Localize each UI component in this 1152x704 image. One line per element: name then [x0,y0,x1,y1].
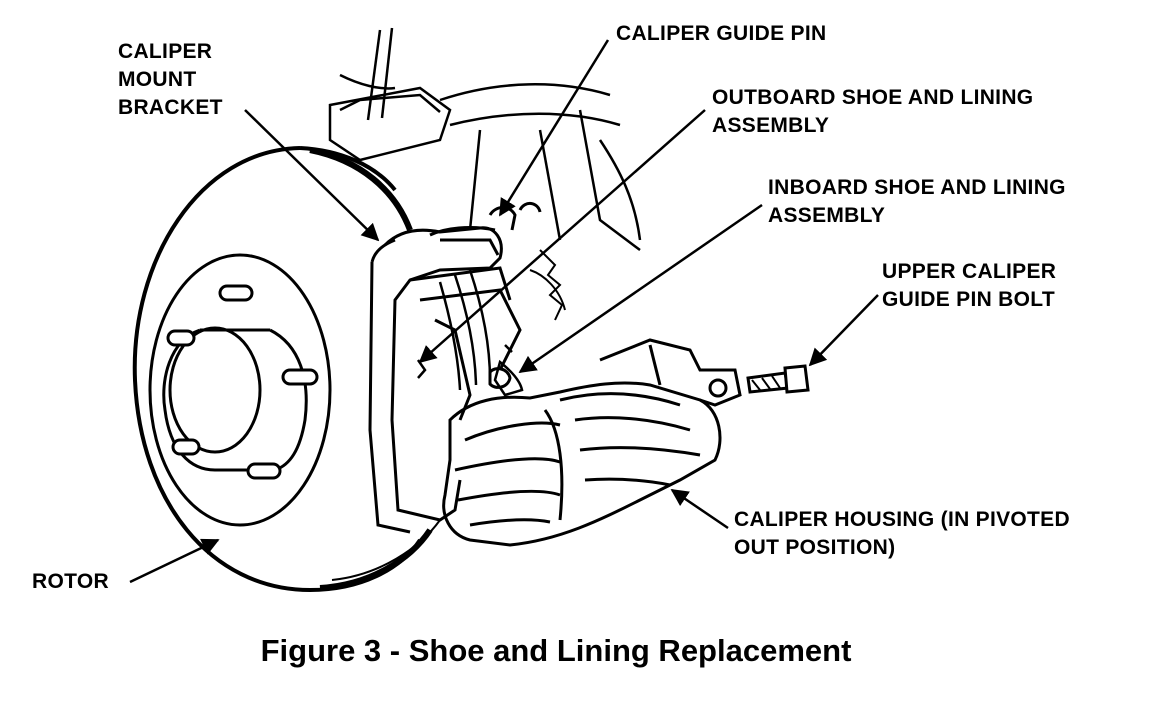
guide-pin-drawing [488,202,542,389]
label-caliper-housing: CALIPER HOUSING (IN PIVOTED OUT POSITION… [734,506,1070,562]
label-line: OUT POSITION) [734,536,896,559]
leader-outboard-shoe [418,109,706,364]
leader-lines [129,39,879,584]
caliper-housing-drawing [442,338,742,547]
label-outboard-shoe: OUTBOARD SHOE AND LINING ASSEMBLY [712,84,1033,140]
label-caliper-guide-pin: CALIPER GUIDE PIN [616,20,826,48]
lug-studs [166,284,319,480]
label-upper-guide-pin-bolt: UPPER CALIPER GUIDE PIN BOLT [882,258,1056,314]
label-line: CALIPER [118,40,213,63]
leader-rotor [129,538,220,584]
guide-pin-bolt-drawing [746,364,810,394]
leader-caliper-housing [670,488,729,530]
label-caliper-mount-bracket: CALIPER MOUNT BRACKET [118,38,223,122]
leader-upper-guide-pin-bolt [808,294,879,367]
figure-caption: Figure 3 - Shoe and Lining Replacement [260,633,852,668]
spring-detail [529,249,566,321]
label-line: MOUNT [118,68,197,91]
label-line: OUTBOARD SHOE AND LINING [712,86,1034,109]
leader-caliper-guide-pin [498,39,610,217]
leader-caliper-mount-bracket [244,109,380,242]
label-line: ASSEMBLY [768,204,886,227]
label-line: CALIPER GUIDE PIN [616,22,827,45]
label-line: ROTOR [32,570,109,593]
leader-inboard-shoe [518,203,763,374]
label-line: GUIDE PIN BOLT [882,288,1055,311]
suspension-outline [328,27,642,251]
shoe-lining-drawing [416,269,524,397]
label-inboard-shoe: INBOARD SHOE AND LINING ASSEMBLY [768,174,1066,230]
label-line: UPPER CALIPER [882,260,1057,283]
label-line: BRACKET [118,96,223,119]
label-rotor: ROTOR [32,568,109,596]
label-line: CALIPER HOUSING (IN PIVOTED [734,508,1070,531]
label-line: INBOARD SHOE AND LINING [768,176,1066,199]
label-line: ASSEMBLY [712,114,830,137]
